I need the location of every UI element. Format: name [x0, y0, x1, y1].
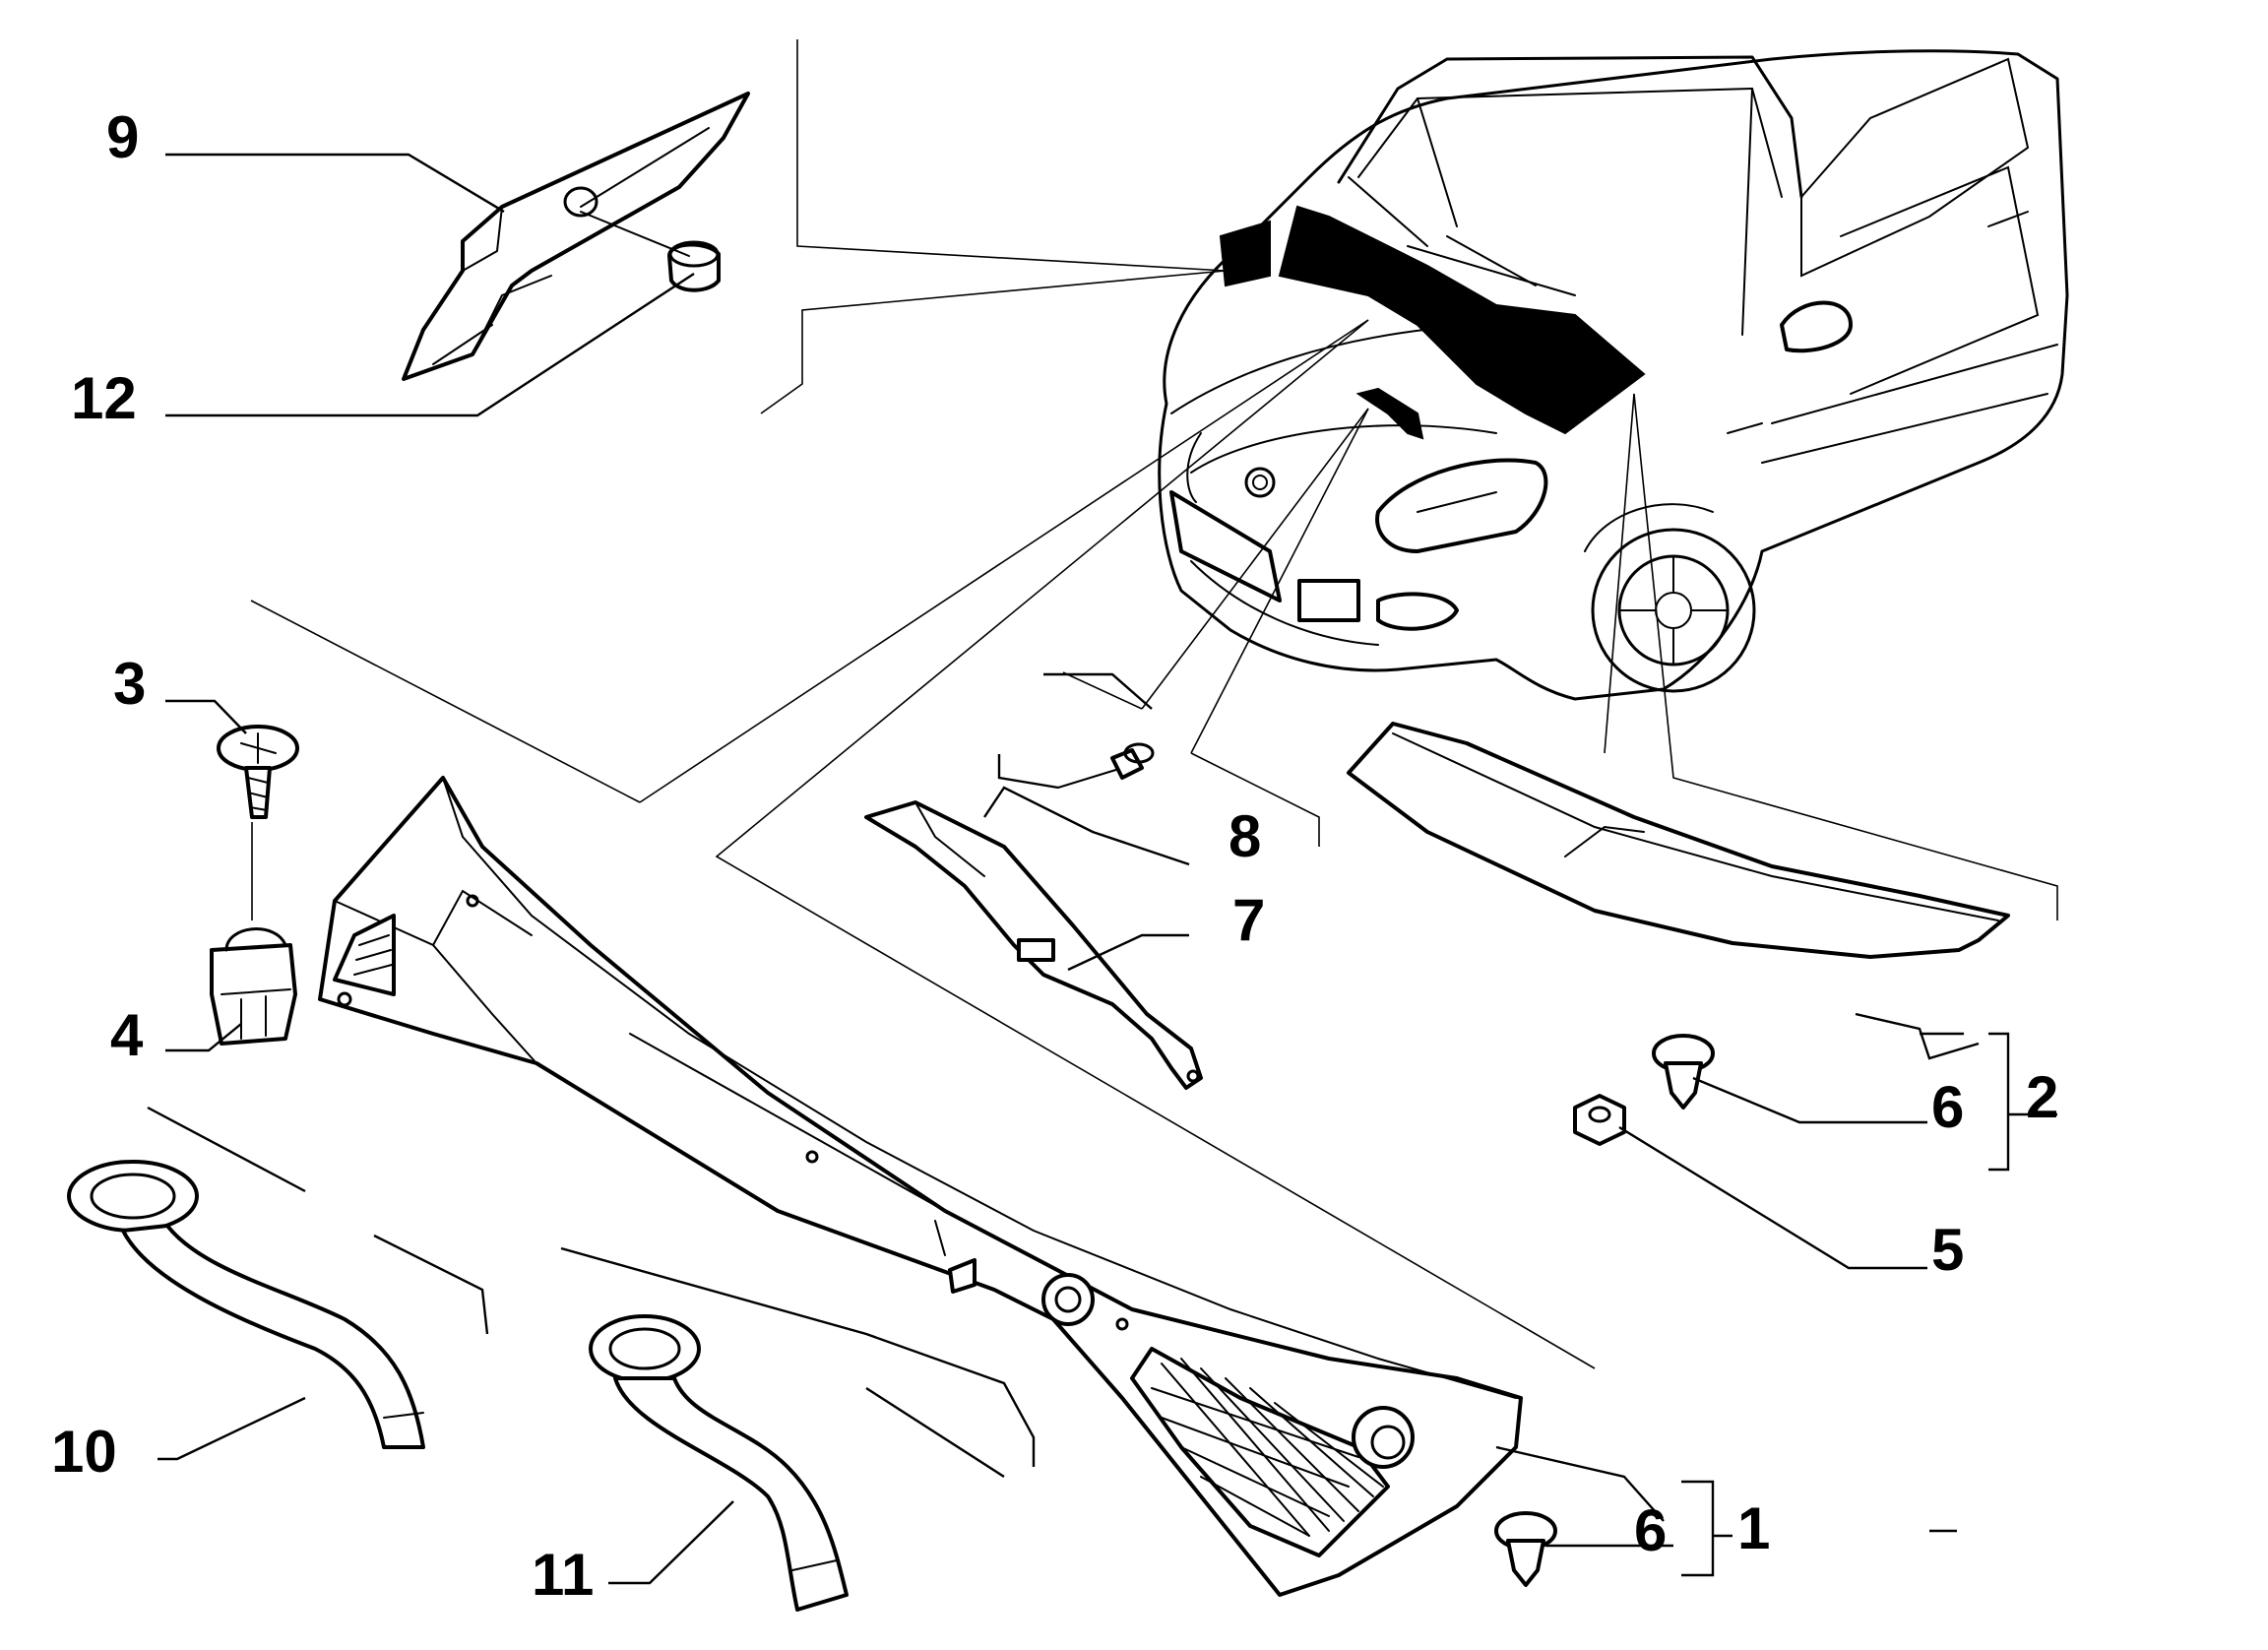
- part-1-cowl-panel: [318, 776, 1523, 1597]
- callout-label-12: 12: [71, 365, 137, 431]
- part-5-nut: [1573, 1094, 1626, 1146]
- callout-label-1: 1: [1737, 1495, 1770, 1561]
- part-2-cowl-strip: [1347, 722, 2010, 959]
- car-illustration: [1158, 49, 2069, 701]
- part-4-clip: [210, 927, 297, 1046]
- callout-label-8: 8: [1228, 803, 1261, 869]
- part-12-plug: [580, 211, 721, 292]
- part-10-drain-hose: [67, 1160, 425, 1449]
- callout-label-6-upper: 6: [1931, 1074, 1964, 1140]
- part-3-screw: [217, 725, 299, 920]
- callout-labels: 9 12 3 4 8 7 6 2 5 10 11 6 1: [51, 104, 2058, 1608]
- callout-label-7: 7: [1232, 887, 1265, 953]
- part-11-drain-hose: [589, 1314, 849, 1612]
- part-9-side-trim: [402, 92, 750, 381]
- part-7-trim: [864, 800, 1203, 1090]
- car-leader-lines: [250, 39, 2058, 1369]
- part-6-push-clip-lower: [1494, 1511, 1557, 1587]
- part-8-rivet: [1057, 742, 1155, 789]
- part-6-push-clip-upper: [1652, 1034, 1715, 1110]
- callout-label-5: 5: [1931, 1217, 1964, 1283]
- callout-label-6-lower: 6: [1634, 1497, 1667, 1563]
- callout-label-2: 2: [2026, 1064, 2058, 1130]
- callout-label-3: 3: [113, 651, 146, 717]
- callout-label-11: 11: [532, 1542, 594, 1608]
- callout-leaders: [147, 153, 2057, 1585]
- callout-label-10: 10: [51, 1419, 117, 1485]
- callout-label-9: 9: [106, 104, 139, 170]
- callout-label-4: 4: [110, 1002, 144, 1068]
